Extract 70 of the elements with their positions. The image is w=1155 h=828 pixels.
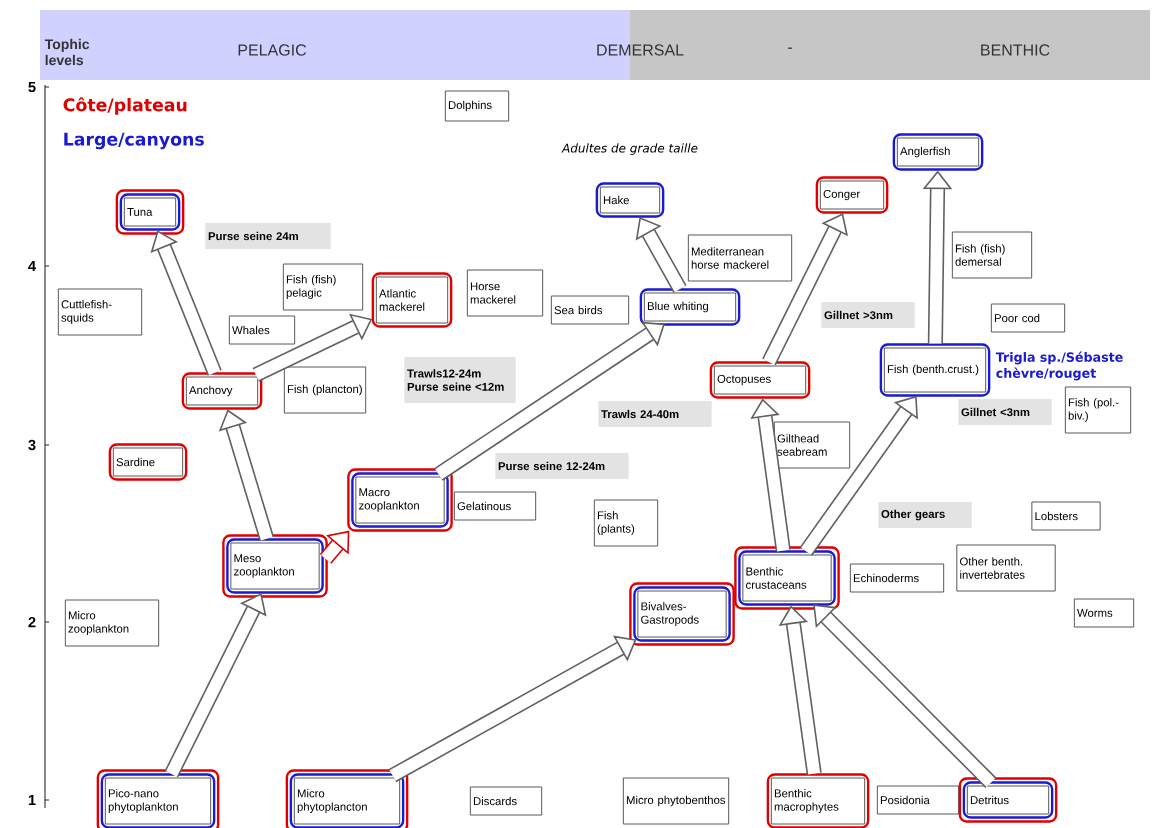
fishing-gear-label: Purse seine 12-24m — [495, 453, 629, 479]
tick-label: 1 — [28, 795, 36, 806]
species-box: Echinoderms — [849, 563, 945, 593]
species-box: Fish (plancton) — [283, 366, 367, 414]
species-box: Fish (fish) pelagic — [282, 263, 364, 311]
species-box: Gelatinous — [453, 491, 537, 521]
fishing-gear-label: Purse seine 24m — [205, 223, 331, 249]
species-box: Whales — [228, 315, 296, 345]
species-box: Conger — [819, 180, 885, 210]
species-box: Tuna — [123, 197, 177, 227]
zone-label: - — [788, 47, 792, 49]
tick-label: 5 — [28, 81, 36, 93]
species-box: Gilthead seabream — [773, 421, 851, 469]
legend-text: Côte/plateau — [63, 97, 187, 115]
species-box: Worms — [1073, 598, 1135, 628]
species-box: Posidonia — [876, 785, 960, 815]
species-box: Poor cod — [990, 303, 1066, 333]
species-box: Octopuses — [713, 365, 807, 395]
species-box: Fish (plants) — [593, 499, 659, 547]
species-box: Bivalves-Gastropods — [637, 590, 727, 638]
flow-arrow — [218, 409, 274, 541]
species-box: Micro phytoplancton — [293, 777, 401, 825]
flow-arrow — [319, 530, 350, 564]
species-box: Anglerfish — [896, 137, 980, 167]
fishing-gear-label: Gillnet >3nm — [821, 302, 915, 328]
flow-arrow — [778, 605, 822, 775]
flow-arrow — [434, 321, 665, 481]
flow-arrow — [388, 635, 637, 783]
species-box: Fish (benth.crust.) — [883, 347, 987, 393]
fishing-gear-label: Trawls 24-40m — [598, 401, 712, 427]
zone-label: PELAGIC — [238, 44, 307, 56]
fishing-gear-label: Trawls12-24m Purse seine <12m — [404, 357, 516, 403]
species-box: Sea birds — [550, 295, 630, 325]
flow-arrow — [150, 230, 222, 376]
species-box: Macro zooplankton — [355, 476, 445, 524]
annotation: Trigla sp./Sébaste chèvre/rouget — [995, 351, 1123, 381]
species-box: Other benth. invertebrates — [956, 544, 1056, 592]
tick-label: 3 — [28, 439, 36, 451]
fishing-gear-label: Other gears — [878, 502, 972, 528]
species-box: Lobsters — [1031, 501, 1101, 531]
species-box: Hake — [599, 186, 661, 214]
flow-arrow — [813, 604, 997, 789]
species-box: Pico-nano phytoplankton — [104, 777, 212, 825]
species-box: Micro phytobenthos — [622, 777, 730, 825]
flow-arrow — [164, 593, 267, 778]
species-box: Horse mackerel — [466, 269, 544, 317]
species-box: Detritus — [966, 785, 1050, 815]
zone-label: DEMERSAL — [597, 44, 684, 56]
species-box: Anchovy — [185, 376, 259, 406]
annotation: Adultes de grade taille — [561, 143, 698, 155]
species-box: Mediterranean horse mackerel — [687, 234, 793, 282]
species-box: Atlantic mackerel — [375, 276, 449, 324]
species-box: Sardine — [112, 447, 184, 477]
zone-label: BENTHIC — [981, 44, 1050, 56]
species-box: Micro zooplankton — [64, 599, 160, 647]
legend-text: Large/canyons — [64, 132, 204, 150]
species-box: Meso zooplankton — [230, 542, 320, 590]
species-box: Benthic crustaceans — [742, 554, 832, 602]
species-box: Fish (fish) demersal — [951, 231, 1033, 279]
species-box: Discards — [469, 786, 543, 816]
axis-title: Tophic levels — [44, 38, 90, 66]
flow-arrow — [750, 398, 791, 552]
species-box: Benthic macrophytes — [770, 777, 866, 825]
species-box: Fish (pol.-biv.) — [1064, 386, 1132, 434]
tick-label: 2 — [28, 616, 36, 628]
fishing-gear-label: Gillnet <3nm — [958, 399, 1052, 425]
species-box: Dolphins — [444, 90, 510, 122]
tick-label: 4 — [28, 260, 36, 272]
flow-arrow — [799, 395, 918, 556]
species-box: Cuttlefish-squids — [57, 288, 143, 336]
